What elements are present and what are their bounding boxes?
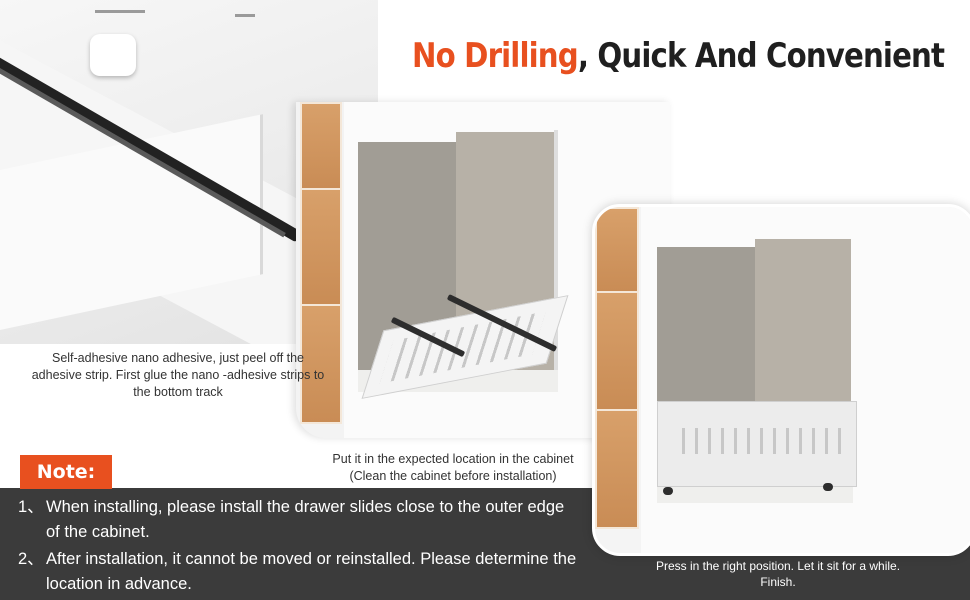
wood-panel xyxy=(300,304,342,424)
note-item-text: When installing, please install the draw… xyxy=(46,498,565,541)
caption-step3: Press in the right position. Let it sit … xyxy=(628,558,928,590)
note-item: 2、 After installation, it cannot be move… xyxy=(18,547,578,597)
note-badge: Note: xyxy=(20,455,112,489)
headline: No Drilling, Quick And Convenient xyxy=(412,36,945,76)
drawer-box xyxy=(657,401,857,487)
note-item-number: 1、 xyxy=(18,498,44,516)
wood-panel xyxy=(595,409,639,529)
caption-step3-line2: Finish. xyxy=(760,575,796,589)
wood-panel xyxy=(300,188,342,306)
note-list: 1、 When installing, please install the d… xyxy=(18,495,578,599)
note-item-text: After installation, it cannot be moved o… xyxy=(46,550,577,593)
caption-step3-line1: Press in the right position. Let it sit … xyxy=(655,559,901,573)
note-item-number: 2、 xyxy=(18,550,44,568)
caption-step2-line1: Put it in the expected location in the c… xyxy=(332,452,574,466)
note-item: 1、 When installing, please install the d… xyxy=(18,495,578,545)
cabinet-divider xyxy=(554,130,558,372)
caption-step2-line2: (Clean the cabinet before installation) xyxy=(349,469,557,483)
drawer-wheel xyxy=(663,487,673,495)
wood-panel xyxy=(300,102,342,190)
drawer-wheel xyxy=(823,483,833,491)
caption-step1: Self-adhesive nano adhesive, just peel o… xyxy=(31,351,325,399)
wood-panel xyxy=(595,291,639,411)
photo-finished-drawer xyxy=(592,204,970,556)
caption-step2: Put it in the expected location in the c… xyxy=(318,451,588,485)
slide-knob xyxy=(90,34,136,76)
headline-rest: , Quick And Convenient xyxy=(577,36,945,76)
drawer-slits xyxy=(672,428,842,454)
headline-accent: No Drilling xyxy=(412,36,579,76)
cabinet-floor xyxy=(657,487,853,503)
panel-slot xyxy=(95,10,145,13)
panel-slot xyxy=(235,14,255,17)
wood-panel xyxy=(595,207,639,293)
